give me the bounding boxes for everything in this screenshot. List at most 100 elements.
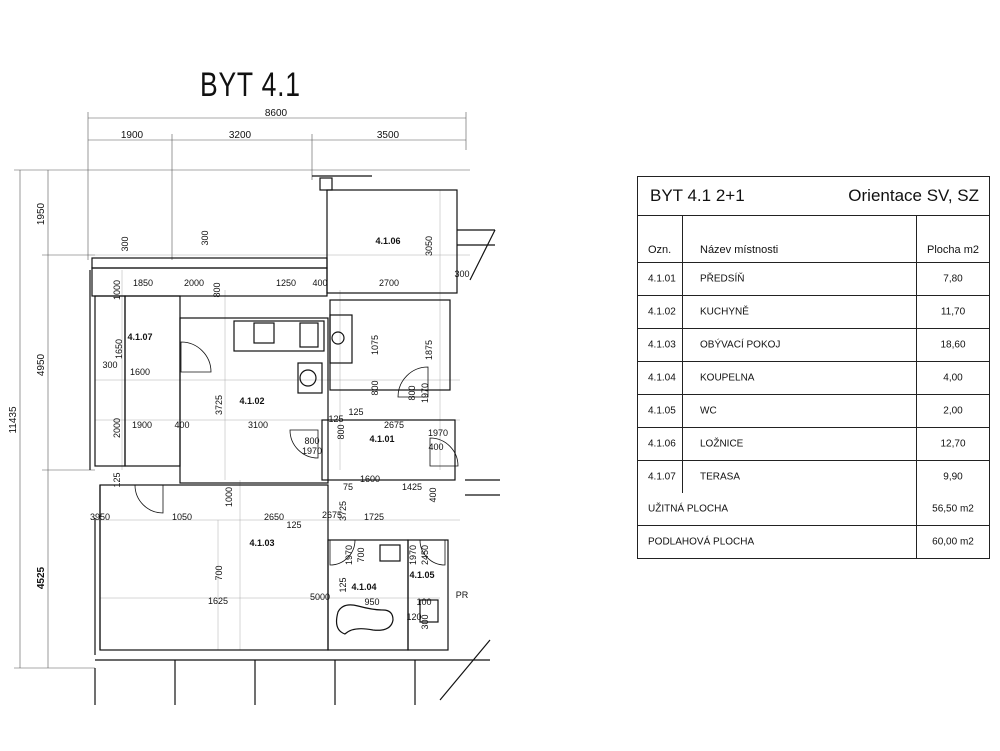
row-code: 4.1.03: [648, 339, 676, 351]
dimension-label: 700: [356, 547, 366, 562]
dimension-label: 125: [348, 407, 363, 417]
col-code: Ozn.: [648, 244, 672, 256]
row-name: KOUPELNA: [700, 372, 755, 384]
dimension-label: 1625: [208, 596, 228, 606]
dimension-label: 1250: [276, 278, 296, 288]
table-header: BYT 4.1 2+1 Orientace SV, SZ: [638, 177, 989, 216]
dimension-label: 1970: [420, 383, 430, 403]
dimension-label: 3100: [248, 420, 268, 430]
dimension-label: 4525: [36, 566, 47, 589]
row-code: 4.1.07: [648, 471, 676, 483]
row-area: 4,00: [943, 372, 963, 384]
dimension-label: 1600: [130, 367, 150, 377]
floor-plan-drawing: 8600190032003500195049501143545253003001…: [8, 108, 500, 705]
dimension-label: 800: [336, 424, 346, 439]
table-row: 4.1.03 OBÝVACÍ POKOJ 18,60: [638, 329, 989, 362]
room-label: 4.1.03: [249, 538, 274, 548]
dimension-label: 1900: [132, 420, 152, 430]
dimension-label: 300: [454, 269, 469, 279]
dimension-label: 3950: [90, 512, 110, 522]
table-columns: Ozn. Název místnosti Plocha m2: [638, 216, 989, 263]
dimension-label: 1600: [360, 474, 380, 484]
table-row: 4.1.04 KOUPELNA 4,00: [638, 362, 989, 395]
dimension-label: PR: [456, 590, 469, 600]
room-label: 4.1.04: [351, 582, 376, 592]
row-area: 12,70: [940, 438, 966, 450]
dimension-label: 400: [312, 278, 327, 288]
row-code: 4.1.06: [648, 438, 676, 450]
dimension-lines: [14, 112, 470, 669]
dimension-label: 1970: [428, 428, 448, 438]
dimension-label: 400: [428, 487, 438, 502]
dimension-label: 8600: [265, 108, 288, 119]
dimension-label: 3050: [424, 236, 434, 256]
row-name: WC: [700, 405, 717, 417]
walls: [89, 175, 500, 705]
floor-plan: BYT 4.1: [8, 66, 500, 705]
dimension-label: 1000: [224, 487, 234, 507]
apartment-label: BYT 4.1 2+1: [650, 186, 745, 205]
table-row: 4.1.01 PŘEDSÍŇ 7,80: [638, 263, 989, 296]
dimension-label: 300: [420, 614, 430, 629]
row-area: 2,00: [943, 405, 963, 417]
row-code: 4.1.04: [648, 372, 676, 384]
dimension-label: 120: [406, 612, 421, 622]
floor-area-row: PODLAHOVÁ PLOCHA 60,00 m2: [638, 526, 989, 558]
dimension-label: 1650: [114, 339, 124, 359]
usable-area-row: UŽITNÁ PLOCHA 56,50 m2: [638, 493, 989, 526]
dimension-label: 1725: [364, 512, 384, 522]
dimension-label: 2675: [322, 510, 342, 520]
row-code: 4.1.02: [648, 306, 676, 318]
dimension-label: 100: [416, 597, 431, 607]
usable-label: UŽITNÁ PLOCHA: [648, 503, 729, 515]
dimension-label: 1970: [344, 545, 354, 565]
dimension-label: 2675: [384, 420, 404, 430]
dimension-label: 5000: [310, 592, 330, 602]
dimension-label: 3500: [377, 130, 400, 141]
row-name: OBÝVACÍ POKOJ: [700, 339, 781, 351]
dimension-label: 1950: [36, 202, 47, 225]
dimension-label: 3200: [229, 130, 252, 141]
dimension-label: 125: [328, 414, 343, 424]
table-row: 4.1.02 KUCHYNĚ 11,70: [638, 296, 989, 329]
dimension-label: 125: [112, 472, 122, 487]
dimension-label: 1900: [121, 130, 144, 141]
dimension-label: 400: [428, 442, 443, 452]
dimension-label: 2700: [379, 278, 399, 288]
room-label: 4.1.02: [239, 396, 264, 406]
table-row: 4.1.06 LOŽNICE 12,70: [638, 428, 989, 461]
usable-value: 56,50 m2: [932, 503, 974, 515]
row-name: KUCHYNĚ: [700, 306, 749, 318]
room-label: 4.1.05: [409, 570, 434, 580]
dimension-label: 300: [200, 230, 210, 245]
dimension-label: 950: [364, 597, 379, 607]
dimension-label: 125: [338, 577, 348, 592]
dimension-label: 75: [343, 482, 353, 492]
row-area: 7,80: [943, 273, 963, 285]
dimension-label: 1850: [133, 278, 153, 288]
row-area: 11,70: [940, 306, 966, 318]
col-area: Plocha m2: [927, 244, 979, 256]
row-code: 4.1.01: [648, 273, 676, 285]
dimension-label: 3725: [338, 501, 348, 521]
dimension-label: 2000: [112, 418, 122, 438]
row-area: 18,60: [940, 339, 966, 351]
dimension-label: 300: [102, 360, 117, 370]
dimension-label: 300: [120, 236, 130, 251]
dimension-label: 2450: [420, 545, 430, 565]
dimension-label: 3725: [214, 395, 224, 415]
dimension-label: 2000: [184, 278, 204, 288]
dimension-label: 800: [370, 380, 380, 395]
floor-label: PODLAHOVÁ PLOCHA: [648, 536, 755, 548]
row-name: LOŽNICE: [700, 438, 744, 450]
dimension-label: 1050: [172, 512, 192, 522]
dimension-label: 1425: [402, 482, 422, 492]
dimension-label: 800: [212, 282, 222, 297]
dimension-label: 700: [214, 565, 224, 580]
dimension-label: 400: [174, 420, 189, 430]
col-name: Název místnosti: [700, 244, 779, 256]
row-name: PŘEDSÍŇ: [700, 273, 745, 285]
dimension-label: 1075: [370, 335, 380, 355]
